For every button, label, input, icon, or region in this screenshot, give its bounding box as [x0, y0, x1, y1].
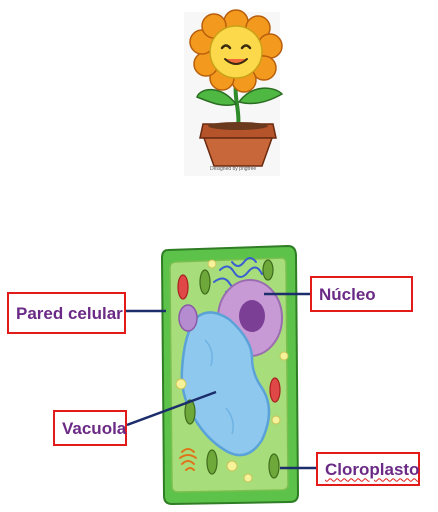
label-vacuola-text: Vacuola — [62, 418, 127, 438]
label-vacuola: Vacuola — [53, 410, 127, 446]
mitochondrion — [269, 377, 281, 403]
vesicle — [178, 304, 198, 332]
leader-line-vacuola — [126, 390, 217, 427]
nucleolus — [239, 300, 265, 332]
label-pared-celular-text: Pared celular — [16, 303, 123, 323]
golgi-apparatus — [179, 448, 197, 471]
label-cloroplasto-text: Cloroplasto — [325, 459, 420, 479]
watermark-text: Designed by pngtree — [210, 166, 257, 172]
plant-cell — [160, 244, 300, 506]
flower-pot-illustration — [184, 9, 284, 176]
chloroplasts — [184, 259, 280, 479]
label-pared-celular: Pared celular — [7, 292, 126, 334]
label-nucleo: Núcleo — [310, 276, 413, 312]
label-cloroplasto: Cloroplasto — [316, 452, 420, 486]
granules — [175, 259, 289, 483]
leader-lines — [126, 292, 316, 470]
label-nucleo-text: Núcleo — [319, 284, 376, 304]
mitochondrion — [177, 274, 189, 300]
